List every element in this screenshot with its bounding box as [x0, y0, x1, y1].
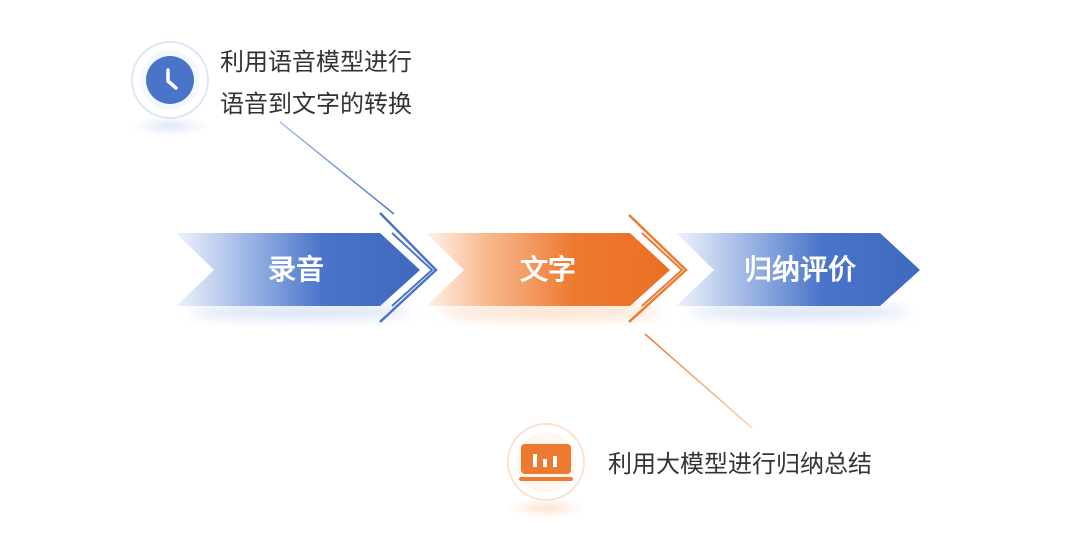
step-chevron-summary: 归纳评价: [676, 233, 920, 306]
separator-chevron-2: [628, 214, 688, 323]
clock-icon-badge: [130, 41, 210, 136]
chart-monitor-icon: [519, 444, 573, 481]
clock-icon: [146, 56, 194, 104]
top-note-line-1: 利用语音模型进行: [220, 48, 412, 76]
connector-line-top: [279, 121, 395, 215]
bottom-note-line-1: 利用大模型进行归纳总结: [608, 450, 872, 478]
connector-line-bottom: [644, 333, 753, 429]
step-label-summary: 归纳评价: [744, 253, 857, 286]
arrow-shadow: [690, 304, 910, 320]
step-label-text: 文字: [520, 253, 576, 286]
top-note-line-2: 语音到文字的转换: [220, 90, 412, 118]
arrow-shadow: [440, 304, 660, 320]
arrow-shadow: [190, 304, 410, 320]
separator-chevron-1: [379, 212, 438, 323]
separator-chevron-1-inner: [391, 232, 434, 307]
step-label-recording: 录音: [268, 253, 324, 286]
separator-chevron-2-inner: [641, 232, 684, 307]
chart-monitor-icon-badge: [506, 423, 586, 518]
step-chevron-text: 文字: [426, 233, 670, 306]
step-chevron-recording: 录音: [176, 233, 420, 306]
